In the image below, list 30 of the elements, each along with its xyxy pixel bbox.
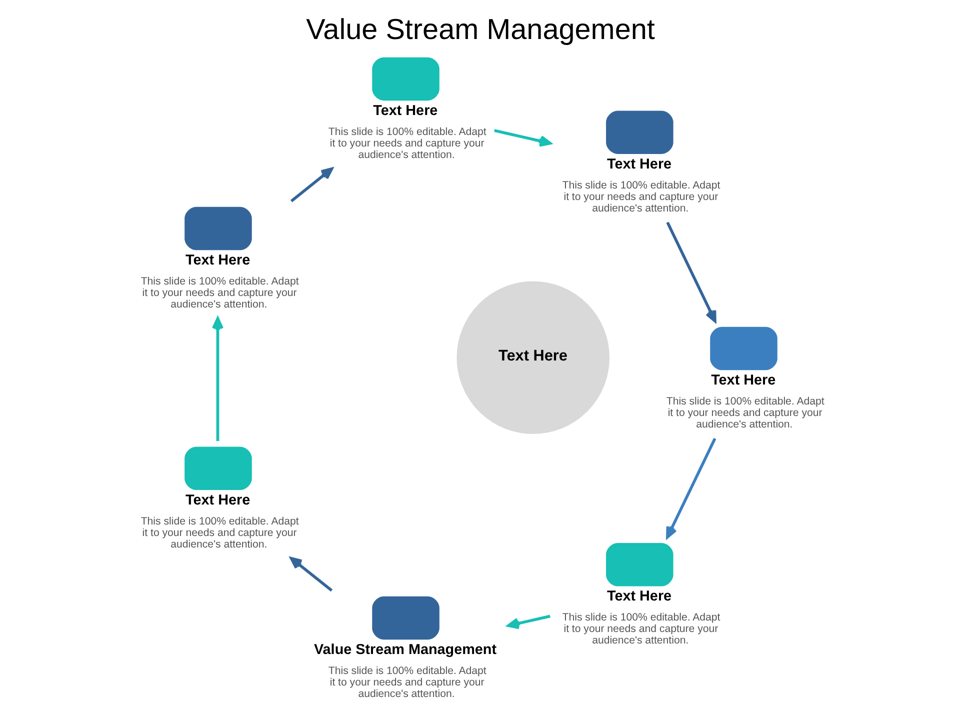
node-label: Text Here: [185, 252, 250, 269]
node-label: This slide is 100% editable. Adapt it to your needs and capture your audience's attention.: [140, 276, 298, 311]
arrow: [211, 317, 223, 441]
node-box: [606, 110, 673, 154]
node-box: [710, 326, 777, 370]
node-label: This slide is 100% editable. Adapt it to your needs and capture your audience's attention.: [562, 612, 720, 647]
node-label: Text Here: [372, 102, 438, 119]
arrow: [290, 168, 333, 202]
arrow: [666, 222, 716, 322]
arrow: [666, 438, 716, 539]
node-label: Text Here: [185, 492, 250, 508]
node-label: This slide is 100% editable. Adapt it to your needs and capture your audience's attention.: [562, 179, 720, 214]
node-label: This slide is 100% editable. Adapt it to your needs and capture your audience's attention.: [140, 515, 298, 551]
node-label: This slide is 100% editable. Adapt it to your needs and capture your audience's attention.: [328, 126, 486, 162]
node-label: Text Here: [606, 156, 672, 172]
node-label: Value Stream Management: [313, 642, 496, 658]
node-box: [372, 57, 439, 101]
node-label: Text Here: [710, 372, 776, 389]
node-box: [184, 206, 252, 250]
node-label: Text Here: [606, 588, 672, 605]
node-label: This slide is 100% editable. Adapt it to your needs and capture your audience's attention.: [328, 665, 486, 700]
arrow: [289, 556, 332, 592]
node-label: This slide is 100% editable. Adapt it to your needs and capture your audience's attention.: [666, 396, 824, 431]
arrow: [506, 614, 550, 630]
diagram-title: Value Stream Management: [306, 14, 654, 46]
arrow: [494, 129, 551, 147]
node-box: [606, 542, 673, 586]
node-box: [184, 446, 252, 490]
node-circle: Text Here: [456, 281, 610, 434]
node-box: [372, 596, 439, 640]
